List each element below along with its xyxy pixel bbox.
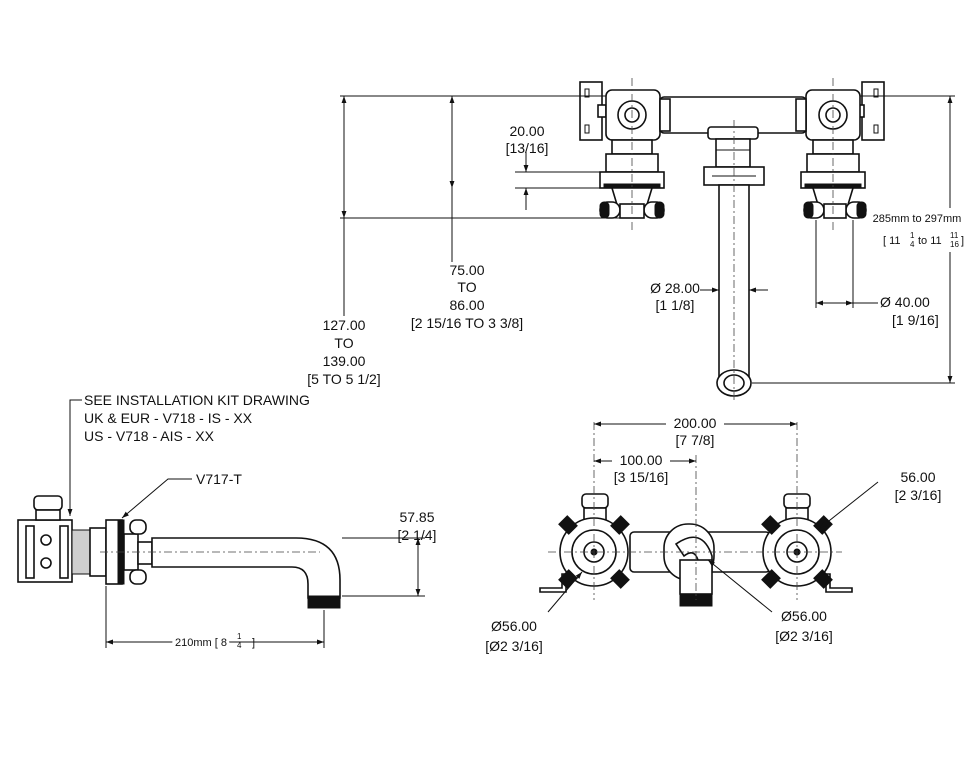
- plate-slot: [873, 88, 879, 98]
- dim-75-line3: 86.00: [449, 297, 484, 313]
- dim-100-value: 100.00: [620, 452, 663, 468]
- wall-box-slot-r: [59, 525, 69, 579]
- side-handle-arm-bottom: [129, 569, 147, 585]
- dim-56-top-value: 56.00: [900, 469, 935, 485]
- side-handle-hub: [137, 541, 153, 565]
- side-spout: [151, 537, 341, 599]
- wall-box-port-top: [40, 534, 52, 546]
- dim-reach-frac-num: 1: [237, 632, 242, 641]
- dim-127-line2: TO: [334, 335, 353, 351]
- dim-200-value: 200.00: [674, 415, 717, 431]
- front-left-arm-tr: [610, 515, 630, 535]
- plate-slot: [584, 124, 590, 134]
- wall-box-sleeve: [71, 529, 91, 575]
- front-right-arm-bl: [761, 569, 781, 589]
- plate-slot: [584, 88, 590, 98]
- note-line3: US - V718 - AIS - XX: [84, 428, 215, 444]
- dim-56-left-leader: [547, 571, 583, 613]
- top-view: 20.00 [13/16] 75.00 TO 86.00 [2 15/16 TO…: [307, 78, 964, 400]
- wall-box-port-bottom: [40, 557, 52, 569]
- dim-285-frac1-den: 4: [910, 240, 915, 249]
- dim-height-value: 57.85: [399, 509, 434, 525]
- tube-collar-right: [795, 98, 807, 132]
- front-view: 200.00 [7 7/8] 100.00 [3 15/16] 56.00 [2…: [485, 414, 941, 654]
- left-handle-tip-r: [654, 201, 665, 219]
- dim-127-imperial: [5 TO 5 1/2]: [307, 371, 380, 387]
- plate-tab: [597, 104, 607, 118]
- dim-height-imperial: [2 1/4]: [398, 527, 437, 543]
- dim-285-frac2-num: 11: [950, 231, 959, 240]
- dim-127-line3: 139.00: [323, 353, 366, 369]
- dim-56-right-leader: [707, 559, 773, 613]
- dim-285-imperial: [ 11 1 4 to 11 11 16 ]: [883, 231, 964, 249]
- dim-56-right-imperial: [Ø2 3/16]: [775, 628, 833, 644]
- side-view: SEE INSTALLATION KIT DRAWING UK & EUR - …: [17, 392, 437, 652]
- tube-collar-left: [659, 98, 671, 132]
- right-mounting-plate: [861, 81, 885, 141]
- dim-40-value: Ø 40.00: [880, 294, 930, 310]
- wall-box-cap-neck: [35, 509, 61, 521]
- dim-56-left-imperial: [Ø2 3/16]: [485, 638, 543, 654]
- dim-127-line1: 127.00: [323, 317, 366, 333]
- dim-100-mask: [612, 452, 670, 470]
- wall-box-cap: [33, 495, 63, 511]
- dim-reach-value: 210mm [ 8: [175, 637, 227, 649]
- dim-200-mask: [666, 414, 724, 432]
- center-connector: [707, 126, 759, 140]
- dim-20-imperial: [13/16]: [506, 140, 549, 156]
- center-nut: [715, 138, 751, 168]
- left-handle-tip-l: [599, 201, 610, 219]
- side-handle-arm-top: [129, 519, 147, 535]
- note-line1: SEE INSTALLATION KIT DRAWING: [84, 392, 310, 408]
- dim-75-line2: TO: [457, 279, 476, 295]
- dim-40-imperial: [1 9/16]: [892, 312, 939, 328]
- front-spout-stem: [679, 559, 713, 595]
- part-code-label: V717-T: [196, 471, 242, 487]
- dim-100-imperial: [3 15/16]: [614, 469, 669, 485]
- dim-56-right-value: Ø56.00: [781, 608, 827, 624]
- right-handle-tip-l: [803, 201, 814, 219]
- note-line2: UK & EUR - V718 - IS - XX: [84, 410, 253, 426]
- dim-285-frac1-num: 1: [910, 231, 915, 240]
- front-right-arm-tl: [761, 515, 781, 535]
- part-code-leader: [121, 478, 192, 519]
- dim-28-value: Ø 28.00: [650, 280, 700, 296]
- dim-56-top-leader: [819, 481, 879, 529]
- front-left-cap: [581, 493, 609, 509]
- dim-reach-frac-den: 4: [237, 641, 242, 650]
- dim-285-imperial-mid: to 11: [918, 235, 942, 247]
- dim-285-imperial-close: ]: [961, 235, 964, 247]
- dim-75-imperial: [2 15/16 TO 3 3/8]: [411, 315, 523, 331]
- dim-56-top-imperial: [2 3/16]: [895, 487, 942, 503]
- dim-200-imperial: [7 7/8]: [676, 432, 715, 448]
- wall-box-slot-l: [25, 525, 35, 579]
- dim-285-frac2-den: 16: [950, 240, 959, 249]
- dim-75-line1: 75.00: [449, 262, 484, 278]
- right-handle-hub: [823, 203, 847, 219]
- note-leader: [67, 399, 82, 516]
- right-handle-tip-r: [856, 201, 867, 219]
- front-left-arm-br: [610, 569, 630, 589]
- dim-reach-close: ]: [252, 637, 255, 649]
- side-spout-aerator: [307, 595, 341, 609]
- dim-20-value: 20.00: [509, 123, 544, 139]
- dim-28-imperial: [1 1/8]: [656, 297, 695, 313]
- dim-285-imperial-open: [ 11: [883, 235, 901, 247]
- front-bracket-right: [825, 573, 853, 593]
- front-left-arm-tl: [558, 515, 578, 535]
- dim-285-value: 285mm to 297mm: [873, 213, 962, 225]
- plate-slot: [873, 124, 879, 134]
- front-right-arm-br: [813, 569, 833, 589]
- dim-56-left-value: Ø56.00: [491, 618, 537, 634]
